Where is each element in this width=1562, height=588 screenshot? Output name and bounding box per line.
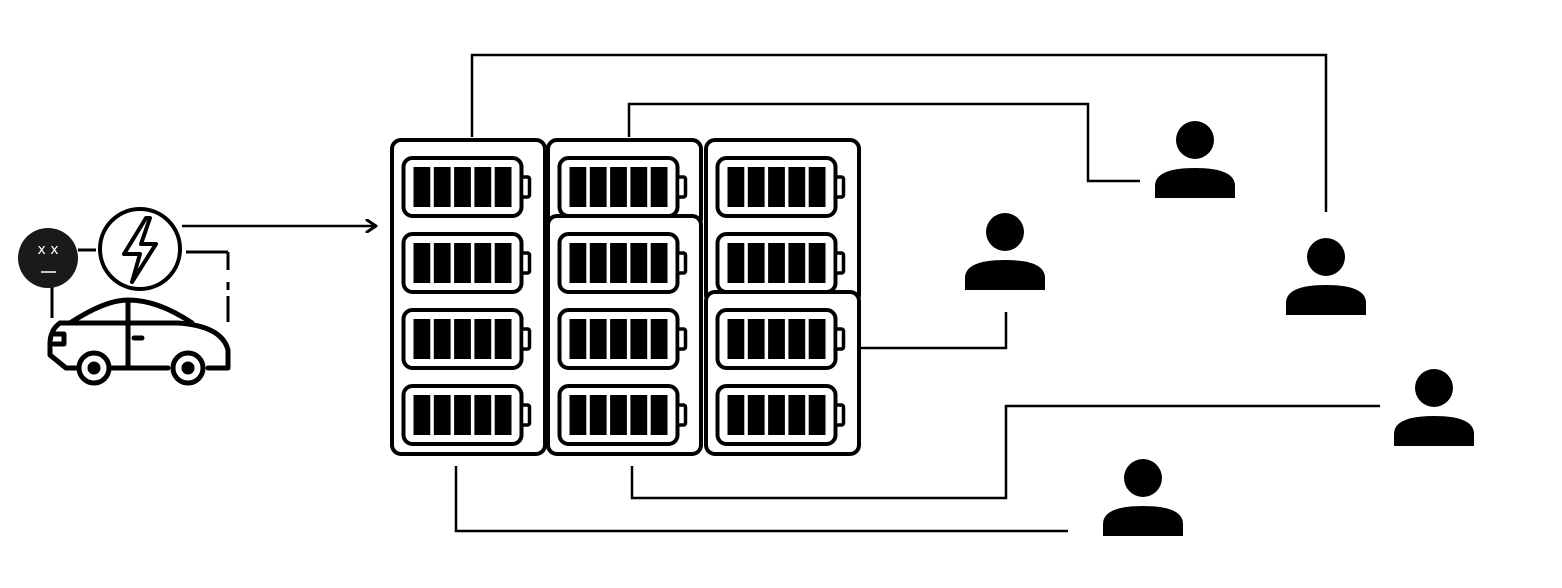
person-icon [965, 213, 1045, 290]
person-icon [1394, 369, 1474, 446]
battery-full-icon [557, 384, 688, 446]
svg-text:x x: x x [37, 242, 58, 258]
ev-source: x x [18, 207, 231, 386]
connector-line [627, 102, 1140, 183]
battery-full-icon [715, 308, 846, 370]
connector-lines [454, 53, 1380, 533]
electric-car-icon [47, 297, 231, 386]
lightning-icon [98, 207, 182, 291]
battery-full-icon [401, 156, 532, 218]
connector-line [630, 404, 1380, 500]
sad-face-icon: x x [18, 228, 78, 288]
person-icon [1103, 459, 1183, 536]
users [965, 121, 1474, 536]
battery-full-icon [715, 384, 846, 446]
connector-line [861, 312, 1008, 350]
battery-full-icon [715, 232, 846, 294]
battery-full-icon [557, 232, 688, 294]
dashed-connectors [50, 248, 230, 322]
person-icon [1155, 121, 1235, 198]
rack-column [546, 138, 703, 456]
battery-full-icon [715, 156, 846, 218]
battery-full-icon [401, 232, 532, 294]
rack-column [704, 138, 861, 456]
rack-column [390, 138, 547, 456]
battery-full-icon [557, 308, 688, 370]
battery-rack [390, 138, 861, 456]
battery-full-icon [401, 384, 532, 446]
connector-line [470, 53, 1328, 212]
connector-line [454, 466, 1068, 533]
battery-full-icon [401, 308, 532, 370]
battery-full-icon [557, 156, 688, 218]
person-icon [1286, 238, 1366, 315]
battery-module [390, 138, 547, 456]
